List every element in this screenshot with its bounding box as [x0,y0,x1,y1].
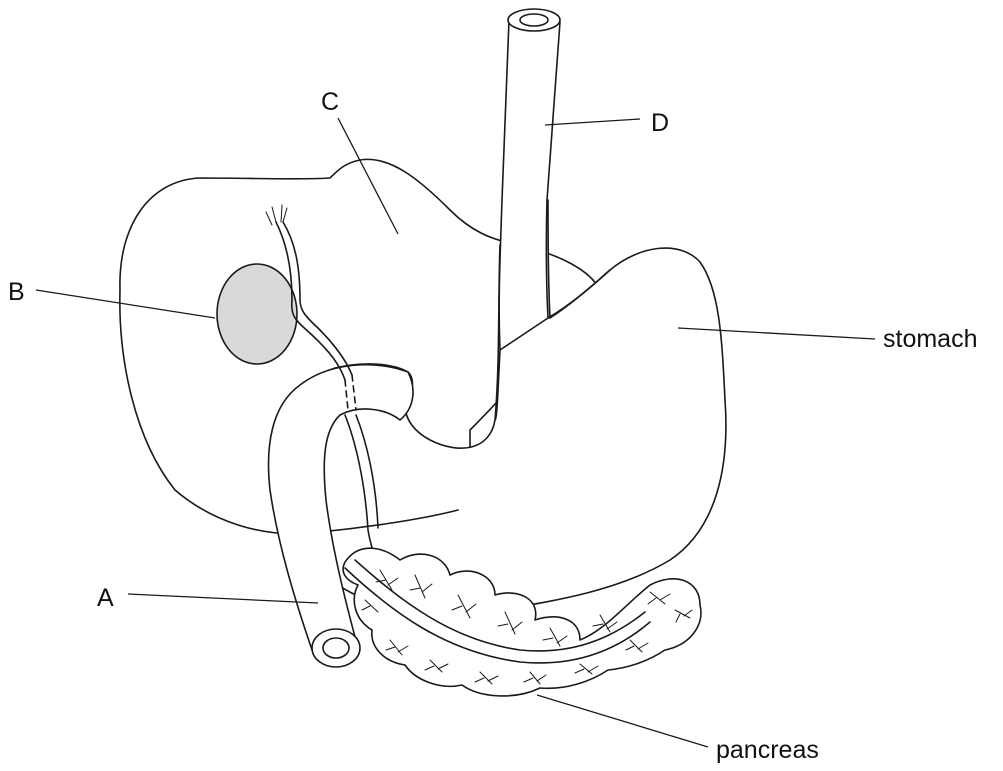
label-b: B [8,278,25,306]
label-c: C [321,88,339,116]
label-pancreas-leader [537,695,708,747]
label-a-leader [128,594,318,603]
label-d: D [651,109,669,137]
duodenum-opening [312,629,360,667]
label-stomach: stomach [883,325,977,353]
label-pancreas: pancreas [716,736,819,764]
label-d-leader [545,119,640,125]
gall-bladder [217,264,297,364]
label-a: A [97,584,114,612]
oesophagus-opening [508,9,560,31]
